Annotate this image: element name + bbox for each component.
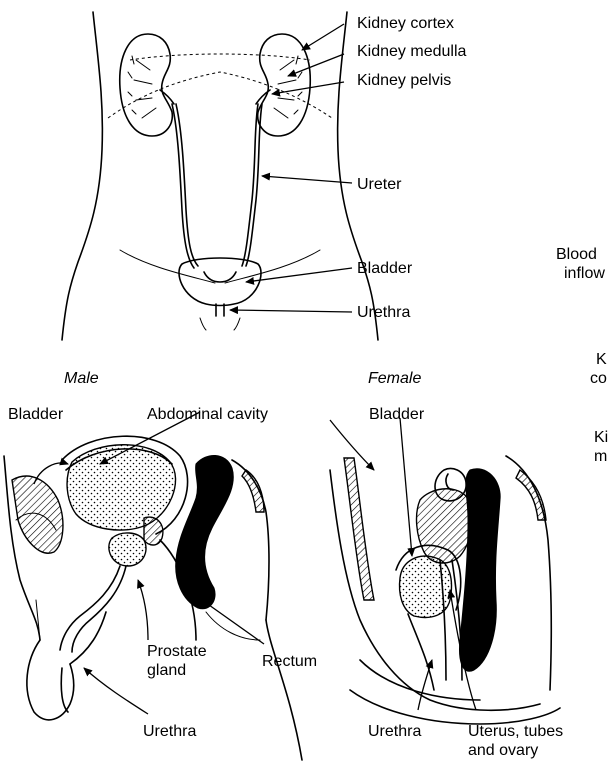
label-kidney-medulla-cut: Ki m [594, 428, 608, 466]
male-diagram-drawing [4, 412, 302, 760]
label-prostate-gland: Prostate gland [147, 642, 207, 680]
label-kidney-pelvis: Kidney pelvis [357, 71, 451, 90]
label-urethra-male: Urethra [143, 722, 196, 741]
label-bladder-top: Bladder [357, 259, 412, 278]
label-bladder-male: Bladder [8, 405, 63, 424]
label-prostate-gland-line1: Prostate [147, 642, 207, 661]
label-kidney-medulla-cut-line1: Ki [594, 428, 608, 447]
left-kidney [120, 34, 174, 136]
label-kidney-cortex: Kidney cortex [357, 14, 454, 33]
male-heading: Male [64, 369, 99, 388]
label-blood-inflow-line1: Blood [556, 245, 605, 264]
label-uterus-line2: and ovary [468, 741, 563, 760]
label-uterus-tubes-ovary: Uterus, tubes and ovary [468, 722, 563, 760]
ureters [172, 104, 262, 268]
female-heading: Female [368, 369, 421, 388]
label-kidney-medulla-cut-line2: m [594, 447, 608, 466]
label-ureter: Ureter [357, 175, 401, 194]
label-prostate-gland-line2: gland [147, 661, 207, 680]
label-blood-inflow: Blood inflow [556, 245, 605, 283]
label-urethra-female: Urethra [368, 722, 421, 741]
label-kidney-cortex-cut-line2: co [590, 369, 607, 388]
label-kidney-cortex-cut: K co [596, 350, 607, 388]
label-abdominal-cavity: Abdominal cavity [147, 405, 268, 424]
label-kidney-cortex-cut-line1: K [596, 350, 607, 369]
bladder-front [179, 258, 261, 316]
label-uterus-line1: Uterus, tubes [468, 722, 563, 741]
label-rectum: Rectum [262, 652, 317, 671]
label-urethra-top: Urethra [357, 303, 410, 322]
top-pointers [230, 24, 352, 312]
torso-outline [62, 12, 378, 340]
label-kidney-medulla: Kidney medulla [357, 42, 466, 61]
female-diagram-drawing [330, 418, 560, 724]
label-blood-inflow-line2: inflow [564, 264, 605, 283]
label-bladder-female: Bladder [369, 405, 424, 424]
